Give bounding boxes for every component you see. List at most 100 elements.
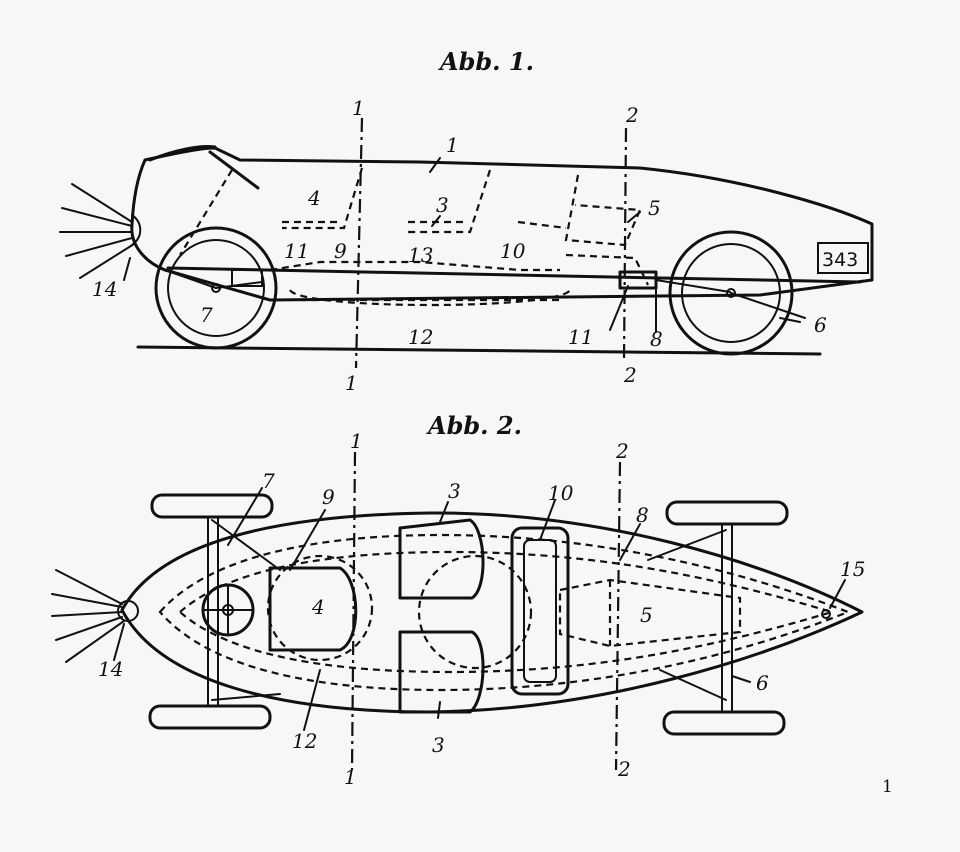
figure-2-title: Abb. 2. [426,411,522,440]
engine-block-upper [564,174,642,247]
frame-bottom-pan [289,289,571,307]
label-seat-rear: 3 [436,193,449,217]
frame-center-inner [523,539,557,683]
figure-1-title: Abb. 1. [438,47,534,76]
driver-seat-circle [266,554,374,662]
front-wheel-bottom [148,704,272,730]
label-shaft-front: 11 [284,239,309,263]
steering-wheel [201,583,255,637]
leader-body [429,157,441,173]
leader-seat [431,215,441,227]
driver-seat [268,566,358,652]
figure-2-top-view: Abb. 2. [51,411,865,789]
number-plate-text: 343 [822,249,858,271]
label-steering: 9 [334,239,347,263]
rear-seat-circle [417,554,533,670]
label2-transmission: 8 [636,503,649,527]
leader-axle [779,317,801,323]
label-frame-bottom: 12 [408,325,433,349]
leader-tail [829,579,846,609]
label2-section2-bottom: 2 [617,757,631,781]
section-line-plan-2 [614,461,622,771]
leader-shaft [609,285,629,331]
nose-cowl [148,145,217,162]
label-section2-top: 2 [625,103,639,127]
steering-column [208,150,260,190]
label2-section1-bottom: 1 [344,765,357,789]
label2-engine: 5 [640,603,653,627]
label-frame-top: 13 [408,243,433,267]
headlight-rays-plan [51,569,125,663]
seat-rear-back [408,169,492,234]
front-strut-bottom [211,693,281,701]
label-engine: 5 [648,196,661,220]
label-rear-axle: 6 [814,313,827,337]
frame-top-rail [269,260,560,272]
leader-steering-plan [289,509,326,571]
nose-tip [117,600,139,622]
leader-seat-bottom [437,701,441,719]
label-transmission: 8 [650,327,663,351]
seat-bottom [398,630,485,714]
frame-center [510,526,570,696]
label-shaft-rear: 11 [568,325,593,349]
inner-outline-1 [158,533,852,692]
label-front-wheel: 7 [200,303,213,327]
leader-headlights-plan [113,623,125,661]
rear-strut-bottom [659,669,727,701]
leader-front-wheel [227,487,263,546]
label2-frame-bottom: 12 [292,729,317,753]
leader-rear-axle-plan [731,675,751,683]
tail-light [821,609,831,619]
front-shaft-housing [231,269,263,287]
label2-seat-top: 3 [448,479,461,503]
rear-wheel-bottom [662,710,786,736]
leader-frame-center [539,499,556,541]
label-seat-front: 4 [307,186,321,210]
front-wheel [154,226,278,350]
ground-line [136,345,822,356]
figure-1-side-view: Abb. 1. [59,47,874,395]
label-headlights: 14 [92,277,117,301]
label2-steering: 9 [322,485,335,509]
label-body: 1 [446,133,459,157]
leader-transmission-plan [619,523,641,561]
leader-headlights [123,257,131,281]
label2-frame-center: 10 [548,481,574,505]
label-frame-center: 10 [500,239,526,263]
leader-frame-bottom-plan [303,669,321,731]
label2-tail: 15 [840,557,865,581]
engine-front [517,220,567,230]
car-body-outline [130,146,874,302]
label-section1-bottom: 1 [345,371,358,395]
seat-top [398,518,485,600]
rear-strut-top [647,529,727,561]
label2-seat-bottom: 3 [432,733,445,757]
label2-rear-axle: 6 [756,671,769,695]
label2-front-wheel: 7 [262,469,275,493]
rear-wheel-top [665,500,789,526]
label2-section1-top: 1 [350,429,363,453]
rear-wheel [668,230,806,356]
section-line-2 [622,127,628,361]
page-number: 1 [882,777,893,797]
frame-upper-rail [166,266,862,284]
label2-headlights: 14 [98,657,123,681]
inner-outline-2 [178,550,836,674]
leader-seat-top [439,501,449,523]
seat-front-back [282,167,364,230]
radiator-grille [131,214,142,246]
front-strut-top [211,519,281,571]
headlight-rays [59,183,135,279]
leader-engine [627,211,641,223]
label-section1-top: 1 [352,96,365,120]
section-line-1 [354,117,364,369]
front-wheel-top [150,493,274,519]
steering-rod [179,169,233,256]
rear-drive-shaft [655,279,731,293]
label-section2-bottom: 2 [623,363,637,387]
label2-section2-top: 2 [615,439,629,463]
engine-lower [565,253,649,286]
label2-driver-seat: 4 [311,595,325,619]
